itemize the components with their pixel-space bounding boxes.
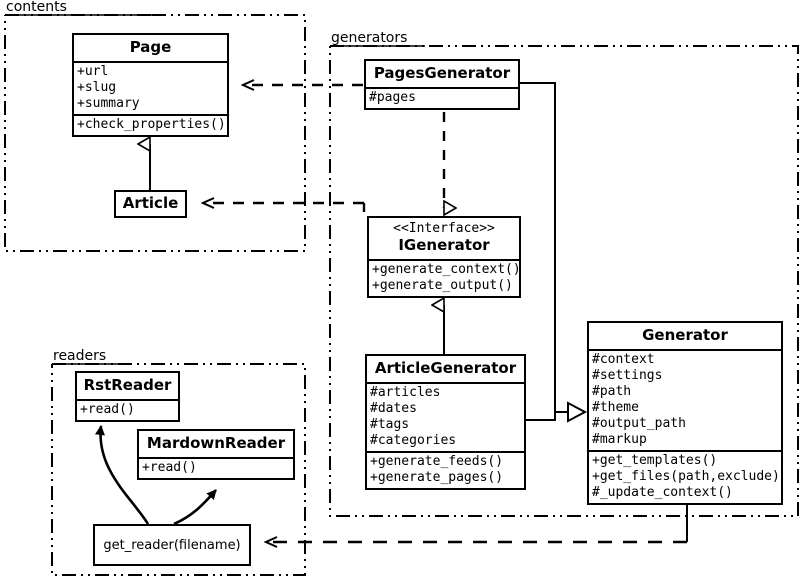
- class-box-page[interactable]: Page +url +slug +summary +check_properti…: [72, 33, 229, 137]
- operation-row: +read(): [80, 402, 135, 417]
- operation-row: +generate_pages(): [370, 470, 504, 485]
- attribute-row: #markup: [592, 432, 647, 447]
- attribute-row: #categories: [370, 433, 457, 448]
- rel-pagesgenerator-inherits-generator: [520, 82, 570, 413]
- generalization-arrowhead-generator: [567, 401, 588, 423]
- attribute-row: +slug: [77, 80, 117, 95]
- class-stereotype-igenerator: <<Interface>>: [393, 221, 495, 236]
- class-box-pages-generator[interactable]: PagesGenerator #pages: [364, 59, 520, 110]
- class-operations-page: +check_properties(): [74, 114, 227, 135]
- package-label-readers: readers: [53, 348, 107, 364]
- package-label-generators: generators: [331, 30, 408, 46]
- class-title-article: Article: [122, 194, 179, 212]
- attribute-row: #path: [592, 384, 632, 399]
- operation-row: +check_properties(): [77, 117, 226, 132]
- attribute-row: #settings: [592, 368, 663, 383]
- package-label-contents: contents: [6, 0, 67, 15]
- class-operations-rst-reader: +read(): [77, 399, 178, 420]
- attribute-row: +url: [77, 64, 109, 79]
- class-attributes-article-generator: #articles #dates #tags #categories: [367, 382, 524, 451]
- attribute-row: #output_path: [592, 416, 686, 431]
- class-box-article-generator[interactable]: ArticleGenerator #articles #dates #tags …: [365, 354, 526, 490]
- operation-row: +generate_feeds(): [370, 454, 504, 469]
- attribute-row: #dates: [370, 401, 417, 416]
- class-title-article-generator: ArticleGenerator: [374, 359, 517, 377]
- operation-row: +get_templates(): [592, 453, 718, 468]
- attribute-row: #articles: [370, 385, 441, 400]
- class-attributes-pages-generator: #pages: [366, 87, 518, 108]
- class-name-igenerator: IGenerator: [398, 236, 490, 254]
- class-title-mardown-reader: MardownReader: [146, 434, 286, 452]
- class-title-igenerator: <<Interface>> IGenerator: [369, 218, 519, 259]
- function-label-get-reader: get_reader(filename): [103, 537, 241, 553]
- class-attributes-generator: #context #settings #path #theme #output_…: [589, 349, 781, 450]
- class-title-page: Page: [129, 38, 172, 56]
- class-box-generator[interactable]: Generator #context #settings #path #them…: [587, 321, 783, 505]
- class-box-article[interactable]: Article: [114, 190, 187, 218]
- operation-row: +generate_output(): [372, 278, 513, 293]
- class-title-generator: Generator: [642, 326, 728, 344]
- class-box-igenerator[interactable]: <<Interface>> IGenerator +generate_conte…: [367, 216, 521, 298]
- attribute-row: #theme: [592, 400, 639, 415]
- class-operations-igenerator: +generate_context() +generate_output(): [369, 259, 521, 296]
- rel-articlegenerator-inherits-generator: [526, 411, 570, 421]
- class-title-pages-generator: PagesGenerator: [373, 64, 511, 82]
- operation-row: +generate_context(): [372, 262, 521, 277]
- class-attributes-page: +url +slug +summary: [74, 61, 227, 114]
- class-box-rst-reader[interactable]: RstReader +read(): [75, 371, 180, 422]
- operation-row: #_update_context(): [592, 485, 733, 500]
- operation-row: +read(): [142, 460, 197, 475]
- class-operations-generator: +get_templates() +get_files(path,exclude…: [589, 450, 781, 503]
- attribute-row: #pages: [369, 90, 416, 105]
- class-operations-mardown-reader: +read(): [139, 457, 293, 478]
- attribute-row: +summary: [77, 96, 140, 111]
- rel-get-reader-creates-mardownreader: [173, 489, 217, 526]
- class-operations-article-generator: +generate_feeds() +generate_pages(): [367, 451, 524, 488]
- attribute-row: #tags: [370, 417, 410, 432]
- class-title-rst-reader: RstReader: [83, 376, 172, 394]
- attribute-row: #context: [592, 352, 655, 367]
- class-box-mardown-reader[interactable]: MardownReader +read(): [137, 429, 295, 480]
- operation-row: +get_files(path,exclude): [592, 469, 780, 484]
- function-box-get-reader[interactable]: get_reader(filename): [93, 524, 251, 566]
